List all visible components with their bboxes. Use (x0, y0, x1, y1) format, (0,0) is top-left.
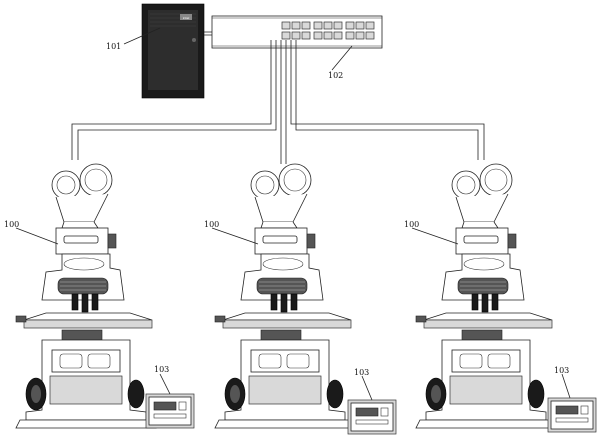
network-cables (71, 40, 485, 164)
label-switch: 102 (328, 71, 343, 80)
controller-right (547, 397, 597, 433)
computer-tower: intel (141, 3, 205, 99)
computer-badge: intel (183, 16, 190, 20)
controller-center (347, 399, 397, 435)
label-controller-left: 103 (154, 365, 169, 374)
microscope-left (15, 163, 157, 429)
label-microscope-right: 100 (404, 220, 419, 229)
label-controller-center: 103 (354, 368, 369, 377)
microscope-center (214, 163, 356, 429)
controller-left (145, 393, 195, 429)
label-controller-right: 103 (554, 366, 569, 375)
label-computer: 101 (106, 42, 121, 51)
label-microscope-left: 100 (4, 220, 19, 229)
label-microscope-center: 100 (204, 220, 219, 229)
network-switch (211, 15, 383, 49)
microscope-right (415, 163, 557, 429)
